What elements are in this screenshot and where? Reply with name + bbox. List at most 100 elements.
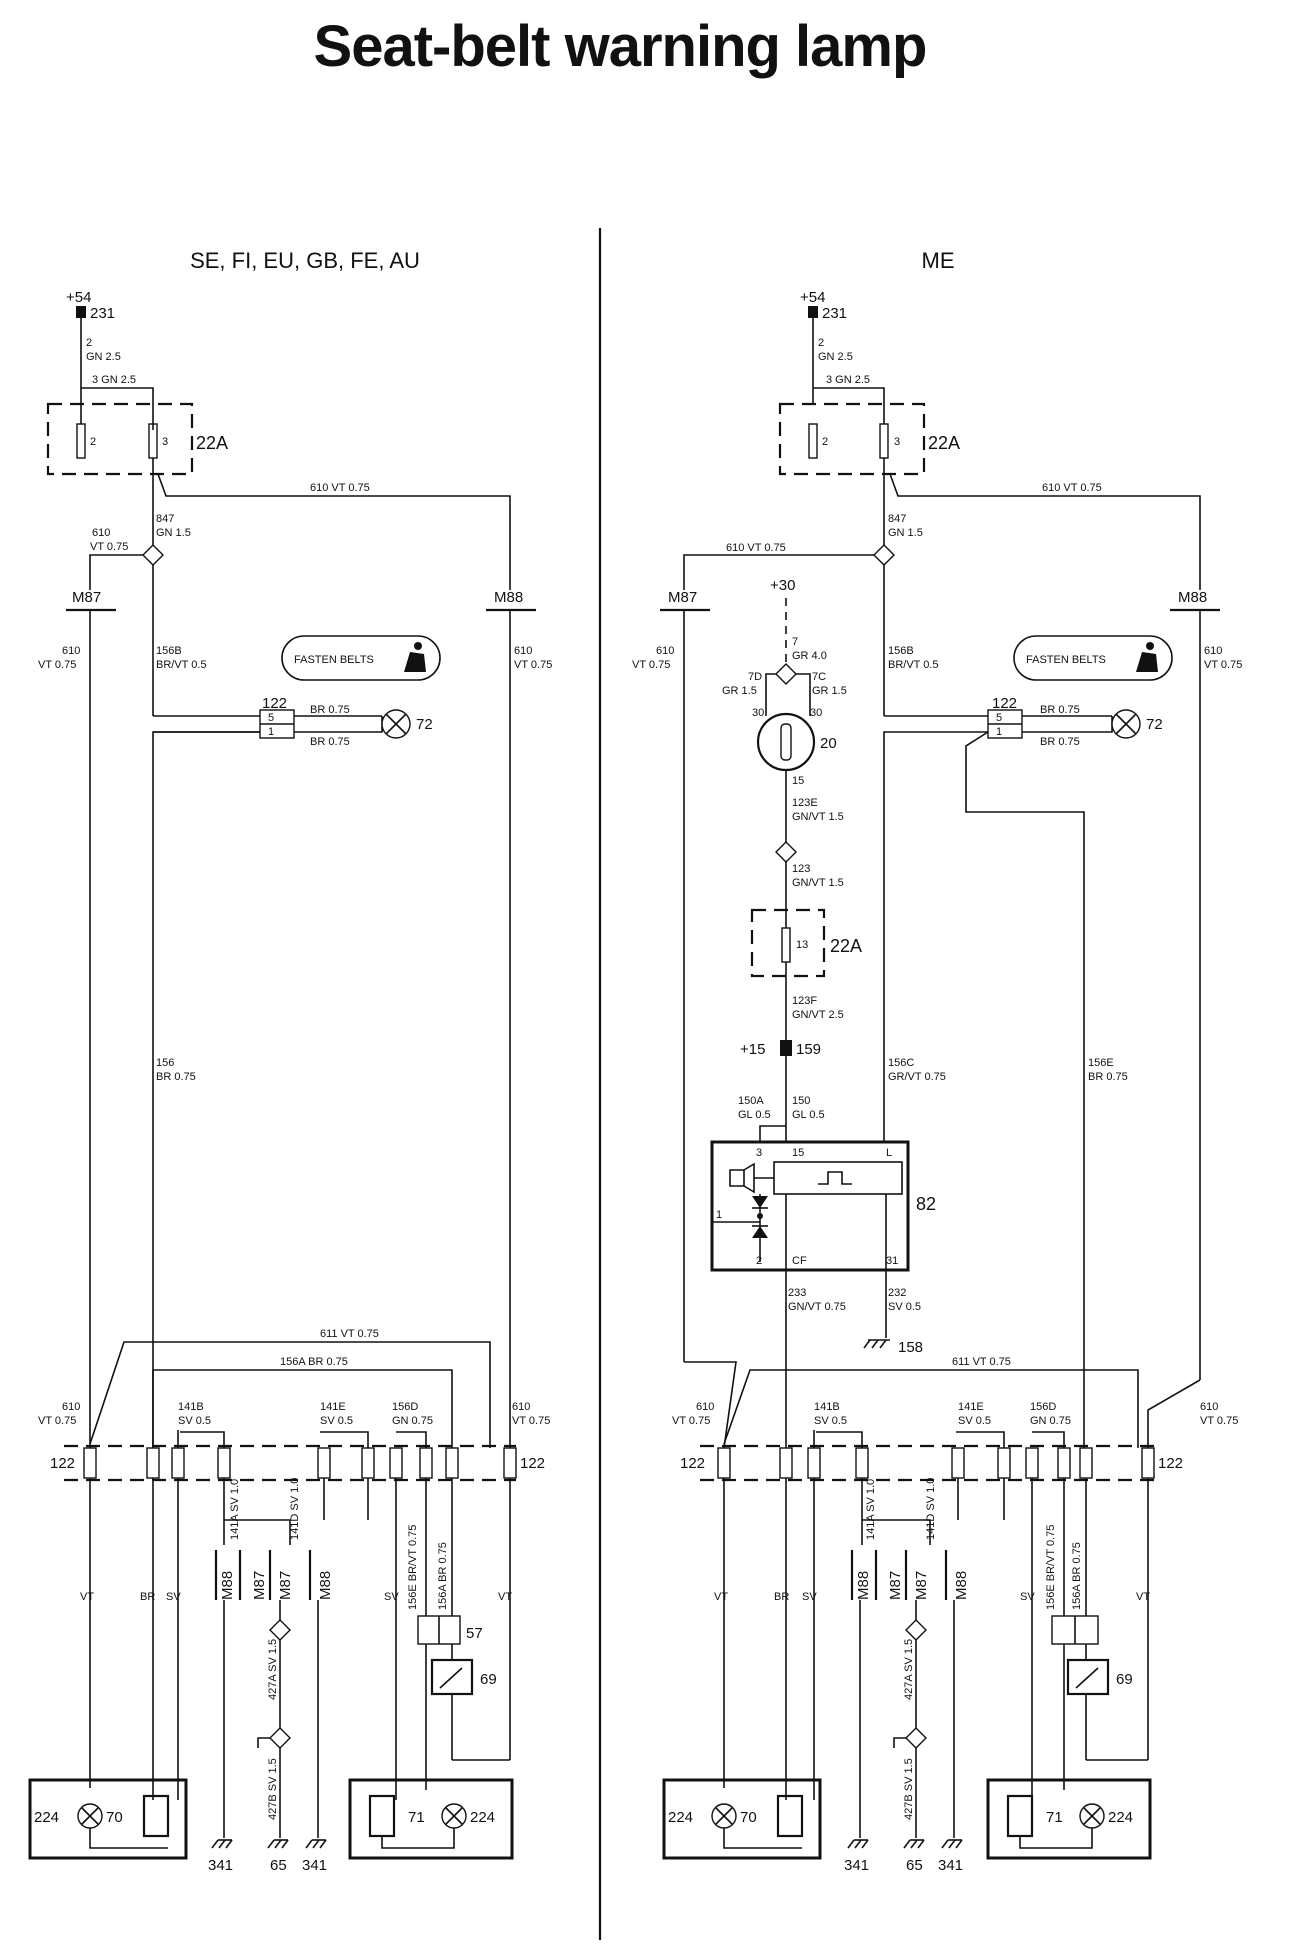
module-right-b: [986, 1778, 1152, 1860]
svg-text:VT 0.75: VT 0.75: [1200, 1415, 1238, 1427]
svg-text:610 VT 0.75: 610 VT 0.75: [726, 542, 786, 554]
module-right-a: [662, 1778, 822, 1860]
svg-text:341: 341: [208, 1857, 233, 1874]
svg-text:SV: SV: [384, 1591, 399, 1603]
svg-text:232: 232: [888, 1287, 906, 1299]
ground-341-a: [211, 1839, 233, 1849]
svg-text:GN 1.5: GN 1.5: [888, 527, 923, 539]
left-section-header: SE, FI, EU, GB, FE, AU: [190, 248, 420, 273]
svg-text:122: 122: [520, 1455, 545, 1472]
svg-text:M87: M87: [251, 1571, 268, 1600]
svg-text:BR 0.75: BR 0.75: [156, 1071, 196, 1083]
svg-text:SV 0.5: SV 0.5: [958, 1415, 991, 1427]
svg-text:158: 158: [898, 1339, 923, 1356]
svg-text:13: 13: [796, 939, 808, 951]
svg-text:224: 224: [668, 1809, 693, 1826]
svg-text:123F: 123F: [792, 995, 817, 1007]
svg-text:156D: 156D: [392, 1401, 418, 1413]
svg-text:610: 610: [1200, 1401, 1218, 1413]
svg-text:122: 122: [680, 1455, 705, 1472]
svg-text:70: 70: [740, 1809, 757, 1826]
svg-text:122: 122: [50, 1455, 75, 1472]
timer-block: [773, 1161, 903, 1195]
svg-text:610: 610: [514, 645, 532, 657]
fusebox-22A: [46, 402, 194, 476]
svg-text:610 VT 0.75: 610 VT 0.75: [310, 482, 370, 494]
svg-text:141E: 141E: [958, 1401, 984, 1413]
svg-text:610: 610: [656, 645, 674, 657]
svg-text:224: 224: [34, 1809, 59, 1826]
svg-text:7D: 7D: [748, 671, 762, 683]
svg-text:156: 156: [156, 1057, 174, 1069]
svg-text:SV 0.5: SV 0.5: [814, 1415, 847, 1427]
svg-text:+15: +15: [740, 1041, 765, 1058]
svg-text:341: 341: [302, 1857, 327, 1874]
splice-427: [269, 1619, 291, 1641]
connector-122-label: 122: [262, 695, 287, 712]
svg-text:5: 5: [268, 712, 274, 724]
svg-text:VT 0.75: VT 0.75: [632, 659, 670, 671]
svg-text:22A: 22A: [830, 936, 862, 956]
svg-text:141D SV 1.0: 141D SV 1.0: [289, 1478, 301, 1540]
svg-text:GN 1.5: GN 1.5: [156, 527, 191, 539]
svg-text:SV: SV: [802, 1591, 817, 1603]
svg-text:GL 0.5: GL 0.5: [738, 1109, 771, 1121]
svg-text:VT: VT: [498, 1591, 512, 1603]
svg-text:22A: 22A: [928, 433, 960, 453]
svg-text:224: 224: [470, 1809, 495, 1826]
svg-text:GN 0.75: GN 0.75: [392, 1415, 433, 1427]
switch-69-right: [1066, 1658, 1110, 1696]
svg-text:611 VT 0.75: 611 VT 0.75: [952, 1356, 1011, 1368]
svg-text:VT 0.75: VT 0.75: [512, 1415, 550, 1427]
svg-text:72: 72: [416, 716, 433, 733]
svg-text:VT 0.75: VT 0.75: [1204, 659, 1242, 671]
svg-text:159: 159: [796, 1041, 821, 1058]
svg-text:M87: M87: [913, 1571, 930, 1600]
svg-text:SV 0.5: SV 0.5: [178, 1415, 211, 1427]
svg-text:31: 31: [886, 1255, 898, 1267]
svg-text:70: 70: [106, 1809, 123, 1826]
svg-text:122: 122: [992, 695, 1017, 712]
svg-text:BR/VT 0.5: BR/VT 0.5: [888, 659, 939, 671]
svg-text:BR 0.75: BR 0.75: [1040, 704, 1080, 716]
svg-text:141A SV 1.0: 141A SV 1.0: [229, 1479, 241, 1540]
svg-text:M87: M87: [277, 1571, 294, 1600]
switch-71: [368, 1794, 396, 1838]
svg-text:M88: M88: [219, 1571, 236, 1600]
svg-text:1: 1: [268, 726, 274, 738]
svg-text:2: 2: [90, 436, 96, 448]
svg-text:69: 69: [1116, 1671, 1133, 1688]
left-diagram: +54 231 2 GN 2.5 3 GN 2.5 2 3 22A 610 VT…: [28, 289, 552, 1874]
right-section-header: ME: [922, 248, 955, 273]
svg-text:141A SV 1.0: 141A SV 1.0: [865, 1479, 877, 1540]
svg-text:1: 1: [996, 726, 1002, 738]
svg-text:156A BR 0.75: 156A BR 0.75: [1071, 1542, 1083, 1610]
svg-text:156E: 156E: [1088, 1057, 1114, 1069]
svg-text:SV 0.5: SV 0.5: [888, 1301, 921, 1313]
svg-text:341: 341: [938, 1857, 963, 1874]
svg-text:GL 0.5: GL 0.5: [792, 1109, 825, 1121]
connector-block-122-left: [83, 1447, 517, 1479]
svg-text:M87: M87: [887, 1571, 904, 1600]
svg-text:M88: M88: [953, 1571, 970, 1600]
svg-text:GR 1.5: GR 1.5: [722, 685, 757, 697]
svg-text:+54: +54: [800, 289, 825, 306]
svg-text:GN/VT 1.5: GN/VT 1.5: [792, 811, 844, 823]
svg-text:BR 0.75: BR 0.75: [1088, 1071, 1128, 1083]
fasten-belts-indicator: [281, 635, 441, 681]
svg-text:7C: 7C: [812, 671, 826, 683]
svg-text:141E: 141E: [320, 1401, 346, 1413]
svg-text:VT: VT: [714, 1591, 728, 1603]
svg-text:156B: 156B: [888, 645, 914, 657]
svg-text:610: 610: [62, 645, 80, 657]
svg-text:BR/VT 0.5: BR/VT 0.5: [156, 659, 207, 671]
svg-text:7: 7: [792, 636, 798, 648]
m87-label: M87: [72, 589, 101, 606]
svg-text:2: 2: [756, 1255, 762, 1267]
svg-text:VT 0.75: VT 0.75: [672, 1415, 710, 1427]
svg-text:610: 610: [696, 1401, 714, 1413]
svg-text:71: 71: [1046, 1809, 1063, 1826]
svg-text:20: 20: [820, 735, 837, 752]
svg-text:15: 15: [792, 775, 804, 787]
svg-text:427A SV 1.5: 427A SV 1.5: [267, 1639, 279, 1700]
